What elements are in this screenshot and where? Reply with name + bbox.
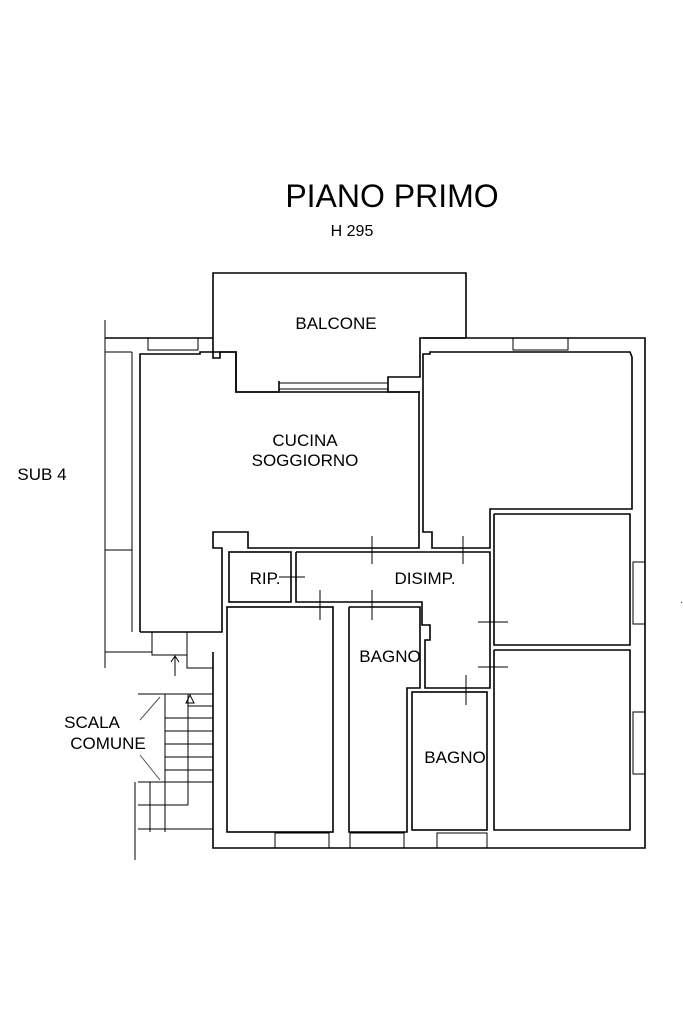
room-cucina-soggiorno — [139, 351, 420, 633]
room-right-middle — [493, 513, 631, 646]
label-bagno-1: BAGNO — [359, 647, 420, 666]
label-bagno-2: BAGNO — [424, 748, 485, 767]
plan-title: PIANO PRIMO — [285, 178, 498, 214]
label-comune: COMUNE — [70, 734, 146, 753]
room-left-bottom — [226, 606, 334, 833]
label-rip: RIP. — [250, 569, 281, 588]
label-soggiorno: SOGGIORNO — [252, 451, 359, 470]
room-right-bottom — [493, 649, 631, 831]
room-right-top — [422, 351, 633, 549]
common-stairs — [134, 632, 213, 860]
label-disimp: DISIMP. — [394, 569, 455, 588]
room-bagno-1 — [348, 606, 421, 833]
room-bagno-2 — [411, 691, 488, 831]
label-cucina: CUCINA — [272, 431, 338, 450]
edge-mark: · — [680, 597, 683, 608]
outer-walls — [104, 320, 646, 849]
label-scala: SCALA — [64, 713, 120, 732]
neighbor-label: SUB 4 — [17, 465, 66, 484]
height-label: H 295 — [331, 223, 374, 240]
door-markers — [279, 536, 508, 705]
label-balcone: BALCONE — [295, 314, 376, 333]
windows — [147, 337, 646, 849]
room-disimp — [295, 551, 491, 689]
